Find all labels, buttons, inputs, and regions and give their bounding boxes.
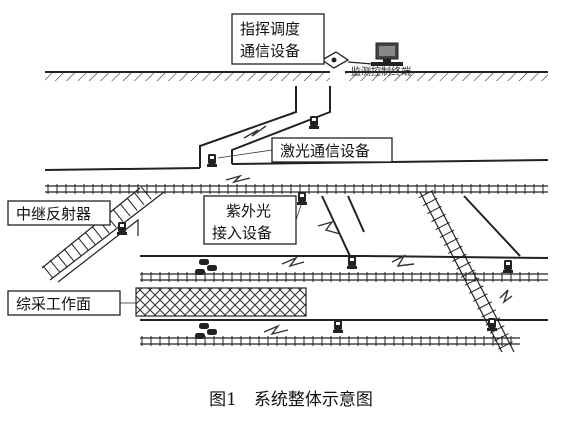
- figure-caption: 图1 系统整体示意图: [209, 390, 373, 410]
- rail-tie: [133, 192, 145, 206]
- lightning-icon: [391, 254, 415, 267]
- working-face-area: [135, 287, 307, 317]
- rail-tie: [119, 203, 131, 217]
- rail-tie: [91, 225, 103, 240]
- device-icon: [309, 116, 319, 129]
- rail-tie: [49, 259, 61, 273]
- rail-tie: [77, 237, 89, 251]
- device-icon: [333, 320, 343, 333]
- device-icon: [117, 222, 127, 235]
- rail-tie: [56, 254, 68, 268]
- lightning-icon: [243, 125, 267, 139]
- vehicle-icon: [207, 265, 217, 271]
- command-device-label-line1: 指挥调度: [240, 20, 300, 38]
- rail-tie: [435, 221, 451, 231]
- uv-access-box: [203, 195, 297, 245]
- relay-leader-line: [109, 187, 141, 213]
- router-icon: [320, 51, 373, 69]
- device-icon: [487, 318, 497, 331]
- device-icon: [347, 256, 357, 269]
- rail-tie: [126, 197, 138, 211]
- device-icon: [503, 260, 513, 273]
- uv-access-label-line1: 紫外光: [226, 202, 271, 220]
- rail-tie: [473, 293, 488, 302]
- rail-tie: [427, 205, 442, 215]
- rail-tie: [494, 333, 509, 342]
- uv-leader-line: [295, 201, 303, 221]
- device-icon: [207, 154, 217, 167]
- vehicle-icon: [199, 323, 209, 329]
- lightning-icon: [225, 174, 251, 184]
- rail-tie: [447, 245, 463, 254]
- lightning-icon: [263, 324, 289, 336]
- rail-tie: [422, 197, 438, 207]
- rail-ties-right: [418, 189, 513, 350]
- rail-tie: [481, 309, 497, 318]
- rail-tie: [498, 341, 513, 350]
- rail-tie: [477, 301, 492, 310]
- working-face-box: [7, 290, 121, 316]
- rail-tie: [140, 186, 152, 200]
- laser-device-label: 激光通信设备: [280, 142, 370, 160]
- rail-tie: [84, 231, 96, 245]
- vehicle-icon: [207, 329, 217, 335]
- vehicle-icon: [199, 259, 209, 265]
- rail-tie: [42, 265, 54, 279]
- lightning-icon: [281, 256, 305, 268]
- rail-tie: [112, 209, 124, 223]
- ground-surface: [45, 71, 548, 81]
- rail-tie: [489, 325, 505, 334]
- rail-tie: [464, 277, 480, 286]
- vehicle-icon: [195, 269, 205, 275]
- rail-ties-main: [47, 184, 544, 194]
- gate-roadway-upper: [140, 255, 549, 281]
- rail-tie: [70, 242, 82, 256]
- laser-device-box: [271, 137, 393, 163]
- computer-icon: [371, 42, 403, 66]
- rail-ties-gate-lower: [141, 336, 512, 346]
- rail-tie: [456, 261, 472, 270]
- rail-tie: [439, 229, 455, 238]
- rail-ties-gate-upper: [141, 272, 539, 282]
- command-device-label-line2: 通信设备: [240, 42, 300, 60]
- rail-tie: [63, 248, 75, 262]
- relay-reflector-box: [7, 200, 111, 226]
- lightning-icon: [499, 289, 513, 304]
- uv-access-label-line2: 接入设备: [212, 224, 272, 242]
- monitor-terminal-label: 监测控制终端: [351, 65, 411, 78]
- rail-tie: [443, 237, 459, 246]
- rail-tie: [431, 213, 446, 223]
- working-face-label: 综采工作面: [16, 295, 91, 313]
- command-device-box: [231, 13, 325, 65]
- rail-tie: [418, 189, 434, 199]
- vehicle-icon: [195, 333, 205, 339]
- lightning-icon: [317, 220, 341, 235]
- vertical-shaft: [199, 86, 331, 168]
- relay-reflector-label: 中继反射器: [16, 205, 91, 223]
- rail-tie: [468, 285, 484, 294]
- laser-leader-line: [217, 149, 273, 159]
